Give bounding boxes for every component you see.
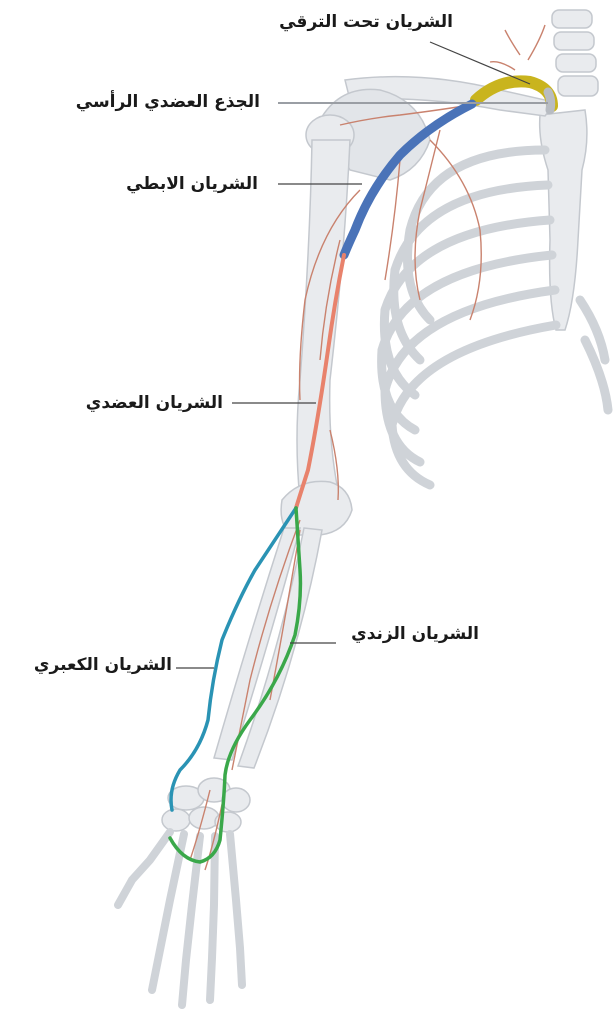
brachiocephalic-trunk bbox=[548, 92, 551, 110]
cervical-spine bbox=[552, 10, 598, 96]
elbow bbox=[281, 481, 352, 535]
label-radial-artery: الشريان الكعبري bbox=[34, 655, 172, 675]
label-brachiocephalic-trunk: الجذع العضدي الرأسي bbox=[76, 92, 260, 112]
humerus bbox=[297, 140, 350, 500]
hand-bones bbox=[118, 832, 242, 1005]
label-subclavian-artery: الشريان تحت الترقي bbox=[279, 12, 453, 32]
label-ulnar-artery: الشريان الزندي bbox=[351, 624, 479, 644]
label-axillary-artery: الشريان الابطي bbox=[126, 174, 258, 194]
label-brachial-artery: الشريان العضدي bbox=[86, 393, 223, 413]
